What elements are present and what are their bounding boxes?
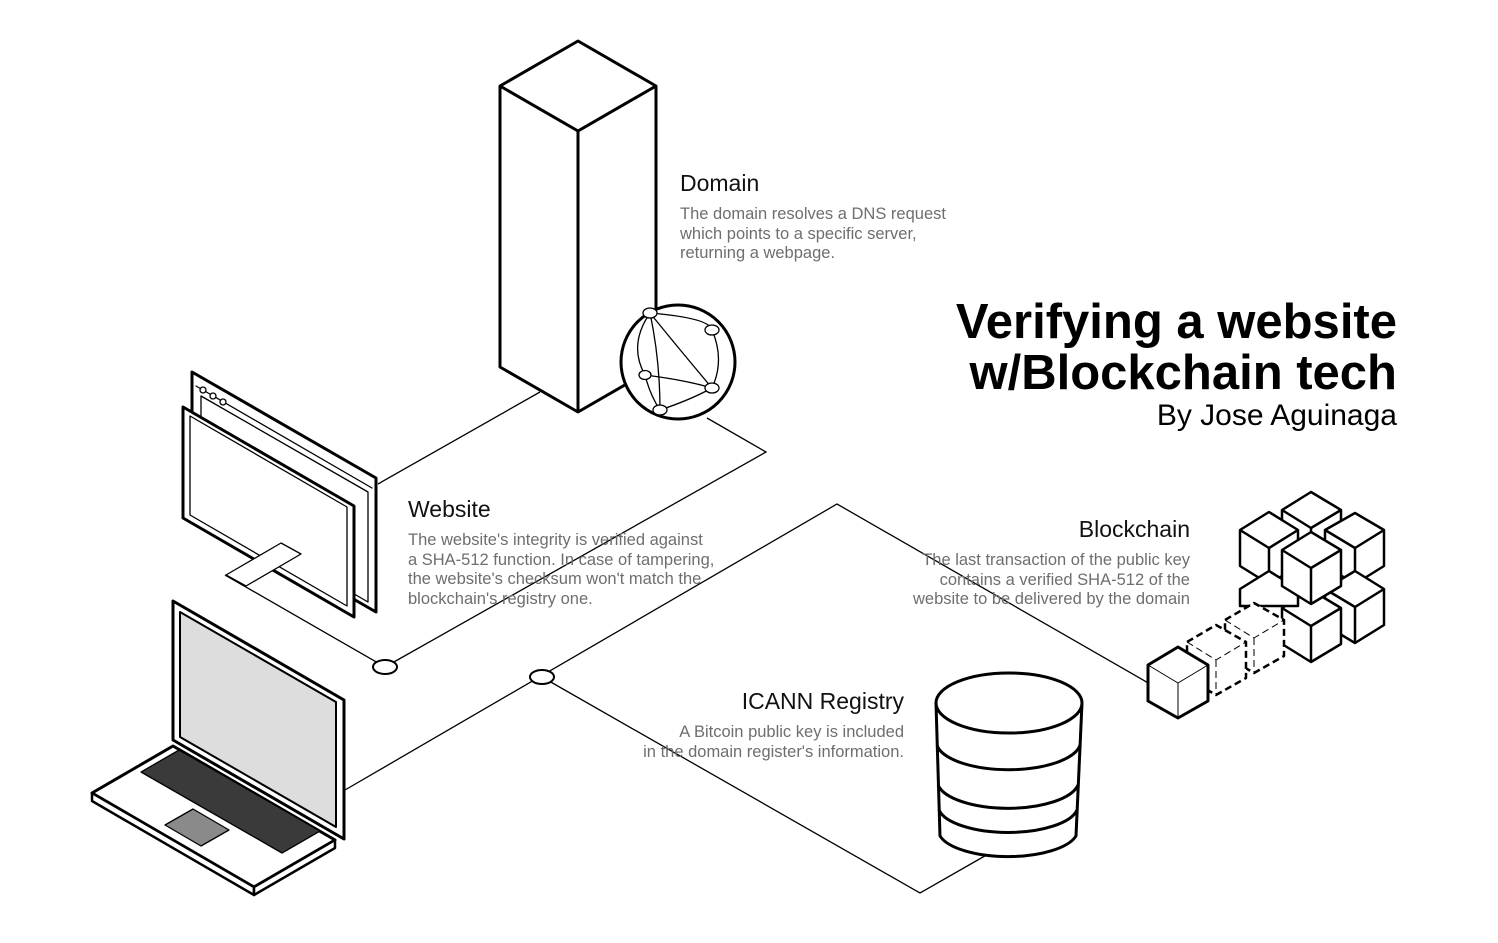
title-line-1: Verifying a website [955,295,1397,349]
connector-node-to-database [541,676,991,894]
window-control-dot [199,386,207,394]
connector-laptop-to-blockchain [344,503,1151,791]
cube [1146,645,1210,720]
laptop-icon [90,599,346,897]
icann-registry-label: ICANN Registry [741,688,904,714]
browser-window-icon [181,370,378,619]
connector-server-to-browser [377,391,541,485]
author-byline: By Jose Aguinaga [1156,399,1397,432]
window-control-dot [219,398,227,406]
domain-description: The domain resolves a DNS request which … [680,205,946,262]
connector-browser-to-laptop [224,574,386,668]
website-description: The website's integrity is verified agai… [408,531,715,608]
diagram-title: Verifying a website w/Blockchain tech [956,297,1397,399]
junction-node-registry [529,669,555,685]
cube [1280,530,1343,606]
connector-lines [224,391,1151,894]
junction-node-website [372,659,398,675]
blockchain-description: The last transaction of the public key c… [912,551,1190,608]
website-label: Website [408,496,491,522]
server-icon [498,39,658,414]
connector-globe-to-node [384,417,768,668]
blockchain-cubes-icon [1146,490,1386,720]
icann-registry-description: A Bitcoin public key is included in the … [643,723,904,761]
cube [1238,569,1300,608]
domain-label: Domain [680,170,760,196]
database-icon [934,671,1084,859]
blockchain-label: Blockchain [1078,516,1190,542]
window-control-dot [209,392,217,400]
title-line-2: w/Blockchain tech [969,346,1397,400]
globe-icon [619,303,737,421]
